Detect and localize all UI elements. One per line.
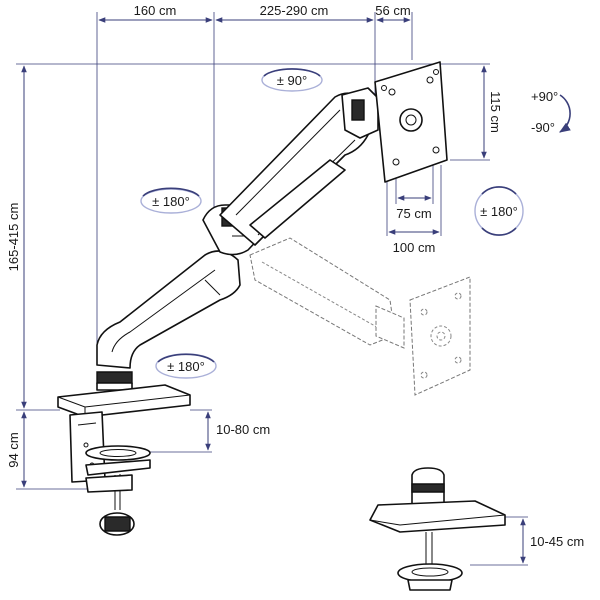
dim-desk-clamp: 10-80 cm <box>216 422 270 437</box>
tilt-head <box>341 87 379 139</box>
tilt-label: ± 90° <box>277 73 307 88</box>
ghost-arm <box>249 237 471 396</box>
rotation-head-swivel: ± 180° <box>474 186 524 236</box>
dim-clamp-height: 94 cm <box>6 432 21 467</box>
dim-arm-reach-2: 225-290 cm <box>260 3 329 18</box>
desk-grommet-dimension: 10-45 cm <box>470 516 584 566</box>
swivel-base-label: ± 180° <box>167 359 205 374</box>
vesa-plate <box>374 61 448 183</box>
total-height-dimension: 165-415 cm <box>6 63 490 411</box>
desk-grommet-mount <box>369 467 506 591</box>
upper-arm <box>219 92 369 246</box>
lower-arm <box>96 250 241 391</box>
desk-clamp-dimension: 10-80 cm <box>150 409 270 453</box>
swivel-head-label: ± 180° <box>480 204 518 219</box>
dim-vesa-75: 75 cm <box>396 206 431 221</box>
dim-total-height: 165-415 cm <box>6 203 21 272</box>
dim-vesa-height: 115 cm <box>488 91 503 133</box>
dim-desk-grommet: 10-45 cm <box>530 534 584 549</box>
rotate-down-label: -90° <box>531 120 555 135</box>
dim-head-depth: 56 cm <box>375 3 410 18</box>
dim-vesa-100: 100 cm <box>393 240 436 255</box>
rotation-portrait: +90° -90° <box>531 89 571 135</box>
swivel-elbow-label: ± 180° <box>152 194 190 209</box>
rotate-up-label: +90° <box>531 89 558 104</box>
clamp-height-dimension: 94 cm <box>6 411 90 490</box>
vesa-width-dimensions: 75 cm 100 cm <box>386 160 442 255</box>
rotation-base-swivel: ± 180° <box>155 353 217 379</box>
dim-arm-reach-1: 160 cm <box>134 3 177 18</box>
vesa-height-dimension: 115 cm <box>450 65 503 161</box>
top-dimensions: 160 cm 225-290 cm 56 cm <box>96 3 413 345</box>
desk-clamp-mount <box>57 384 191 536</box>
rotation-elbow-swivel: ± 180° <box>140 187 202 214</box>
rotation-tilt: ± 90° <box>261 68 323 92</box>
